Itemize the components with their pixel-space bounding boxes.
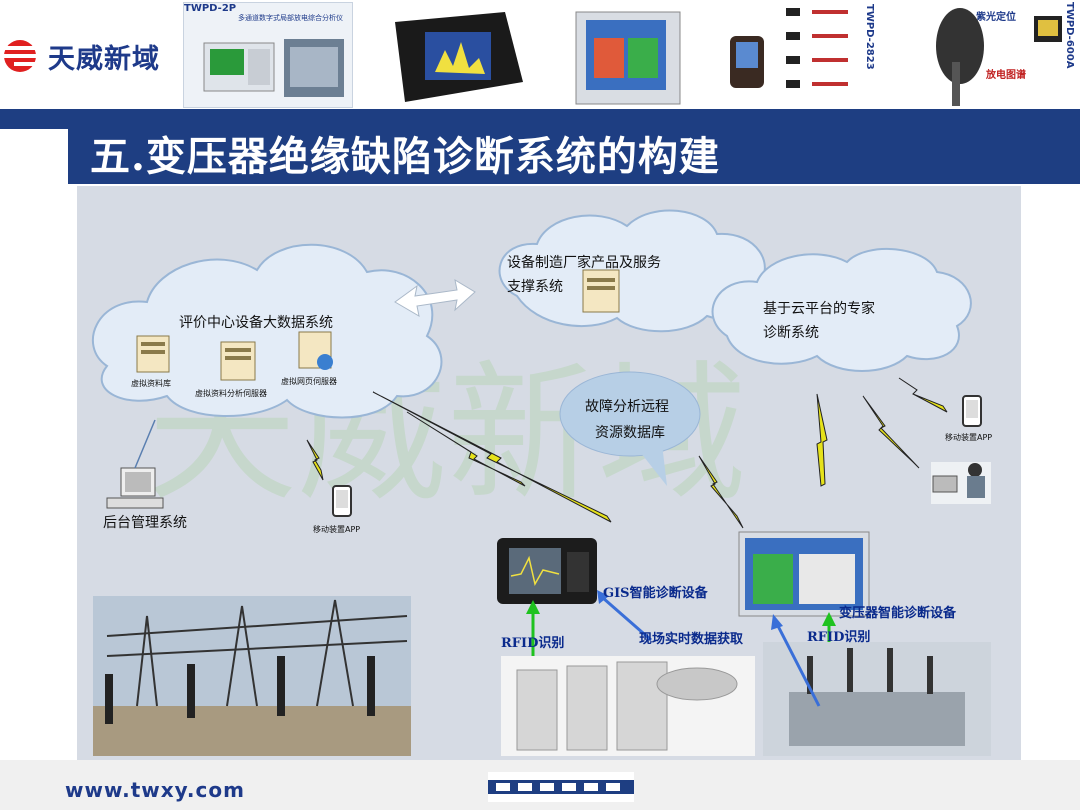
rfid-arrow-left [526, 600, 540, 656]
mobile-device-left-icon [332, 485, 352, 517]
transformer-device-label: 变压器智能诊断设备 [839, 606, 957, 621]
cloud-eval-label: 评价中心设备大数据系统 [179, 315, 333, 331]
mobile-app-left-label: 移动装置APP [313, 525, 361, 534]
server-web-icon [298, 331, 333, 370]
rfid-left-label: RFID识别 [501, 636, 565, 651]
logo-mark-icon [4, 40, 36, 72]
system-diagram: 天威新域 [77, 186, 1021, 760]
thumb-subtitle: 多通道数字式局部放电综合分析仪 [238, 14, 343, 22]
product-thumb-portable [365, 2, 530, 106]
fault-db-label-2: 资源数据库 [595, 425, 665, 441]
realtime-arrow-right [771, 614, 821, 707]
double-arrow [394, 278, 476, 317]
diagram-graphics: 天威新域 [91, 209, 991, 756]
server-db-label: 虚拟资料库 [131, 379, 171, 388]
backend-computer-icon [106, 467, 164, 509]
mobile-app-right-label: 移动装置APP [945, 433, 993, 442]
product-thumb-handheld: TWPD-2823 [712, 2, 890, 106]
thumb-title-discharge: 放电图谱 [986, 70, 1026, 81]
thumb-vertical-title-600a: TWPD-600A [1064, 2, 1075, 69]
thumb-title-uv: 紫光定位 [976, 12, 1016, 23]
transformer-device-icon [738, 531, 870, 617]
backend-label: 后台管理系统 [103, 515, 187, 531]
footer-url[interactable]: www.twxy.com [65, 778, 245, 802]
product-thumb-uv-camera: 紫光定位 放电图谱 TWPD-600A [904, 2, 1080, 106]
mobile-device-right-icon [962, 395, 982, 427]
rfid-arrow-right [822, 612, 836, 642]
gis-device-label: GIS智能诊断设备 [603, 586, 708, 601]
cloud-mfr-label-1: 设备制造厂家产品及服务 [507, 255, 661, 271]
fault-db-bubble [559, 371, 701, 486]
server-manufacturer-icon [582, 269, 620, 313]
thumb-title: TWPD-2P [184, 3, 237, 14]
realtime-arrow-left [597, 590, 652, 642]
transformer-photo [763, 642, 991, 756]
server-web-label: 虚拟网页伺服器 [281, 377, 337, 386]
substation-photo [93, 596, 411, 756]
header: 天威新域 TWPD-2P 多通道数字式局部放电综合分析仪 TWPD-2823 [0, 0, 1080, 108]
cloud-manufacturer [498, 209, 766, 333]
company-logo: 天威新域 [0, 36, 180, 76]
realtime-label: 现场实时数据获取 [639, 632, 744, 647]
cloud-eval-center [91, 243, 443, 419]
logo-text: 天威新域 [48, 43, 160, 75]
wireless-links [306, 377, 948, 529]
gis-equipment-photo [501, 656, 755, 756]
cloud-expert [711, 248, 972, 372]
thumb-vertical-title: TWPD-2823 [864, 4, 875, 70]
operator-workstation-icon [931, 462, 991, 504]
cloud-expert-label-1: 基于云平台的专家 [763, 301, 875, 317]
rfid-right-label: RFID识别 [807, 630, 871, 645]
product-thumb-analyzer [572, 2, 690, 106]
server-analysis-icon [220, 341, 256, 381]
gis-device-icon [497, 538, 597, 604]
server-analysis-label: 虚拟资料分析伺服器 [195, 389, 267, 398]
cloud-mfr-label-2: 支撑系统 [507, 279, 563, 295]
product-thumb-twpd2p: TWPD-2P 多通道数字式局部放电综合分析仪 [183, 2, 353, 108]
fault-db-label-1: 故障分析远程 [585, 399, 669, 415]
server-db-icon [136, 335, 170, 373]
backend-link [134, 419, 156, 469]
slide-title: 五.变压器绝缘缺陷诊断系统的构建 [90, 133, 720, 180]
cloud-expert-label-2: 诊断系统 [763, 325, 819, 341]
footer-banner-image [488, 772, 634, 802]
title-box [68, 120, 1080, 184]
